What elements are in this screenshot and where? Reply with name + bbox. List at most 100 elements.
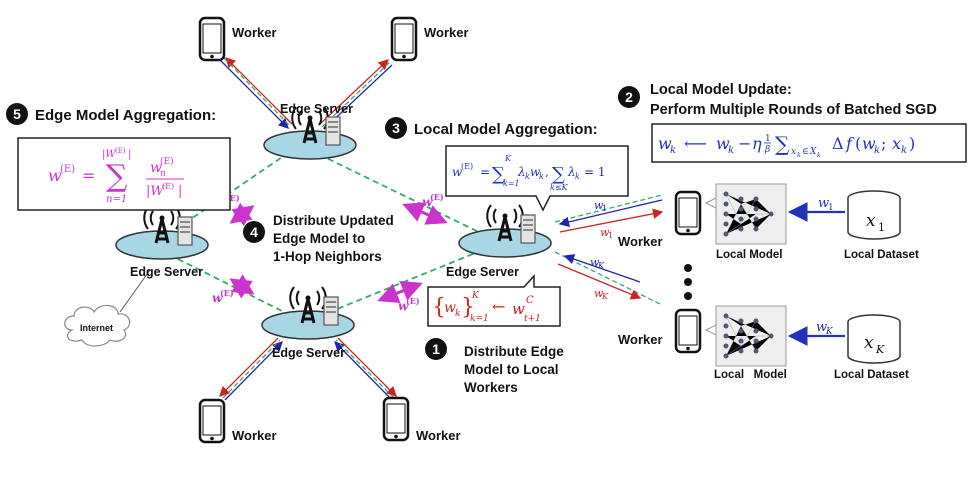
edge-server-center-label: Edge Server [446, 265, 519, 279]
worker-phone-icon [674, 308, 702, 354]
wk-sub: K [825, 327, 834, 337]
svg-text:⟵: ⟵ [684, 134, 707, 153]
svg-text:w: w [716, 134, 730, 153]
svg-text:k: k [455, 309, 460, 319]
svg-text:k: k [797, 152, 801, 159]
svg-text:k: k [670, 145, 676, 156]
svg-text:w: w [398, 299, 409, 313]
edge-server-bottom-label: Edge Server [272, 346, 345, 360]
step-3-badge [385, 117, 407, 139]
svg-text:w: w [212, 291, 223, 305]
step-5-title: Edge Model Aggregation: [35, 107, 216, 124]
step-1-line-1: Distribute Edge [464, 344, 564, 359]
step-2-line-1: Local Model Update: [650, 82, 792, 98]
step-2-number: 2 [625, 89, 633, 105]
svg-text:{: { [432, 295, 446, 320]
svg-text:k: k [817, 152, 821, 159]
svg-text:X: X [809, 147, 817, 157]
internet-label: Internet [80, 323, 113, 333]
worker-phone-icon [198, 398, 226, 444]
svg-text:=: = [82, 166, 95, 185]
svg-text:w: w [530, 165, 541, 179]
edge-aggregation-formula: w (E) = ∑ |W (E) | n=1 w n (E) |W (E) | [48, 147, 184, 205]
local-model-net-icon [715, 183, 787, 245]
local-dataset-label: Local Dataset [844, 249, 919, 261]
w1-sub: 1 [828, 203, 834, 213]
svg-text:k=1: k=1 [503, 179, 520, 188]
step-1-line-3: Workers [464, 380, 518, 395]
link-wk-blue: w [590, 256, 600, 269]
svg-text:x: x [892, 134, 901, 153]
svg-text:k: k [539, 172, 544, 181]
edge-server-left-label: Edge Server [130, 265, 203, 279]
worker-label: Worker [618, 234, 663, 249]
worker-label: Worker [424, 25, 469, 40]
svg-text:C: C [526, 295, 534, 306]
svg-text:(: ( [855, 134, 861, 153]
svg-text:n=1: n=1 [106, 194, 127, 205]
svg-text:k: k [728, 145, 734, 156]
worker-phone-icon [382, 396, 410, 442]
svg-text:|W: |W [102, 149, 116, 160]
internet-link [119, 269, 151, 313]
svg-text:∑: ∑ [775, 132, 790, 156]
sgd-formula-box [651, 123, 967, 163]
svg-text:n: n [160, 169, 166, 179]
step-4-line-3: 1-Hop Neighbors [273, 249, 382, 264]
step-5-badge [6, 103, 28, 125]
step-2-line-2: Perform Multiple Rounds of Batched SGD [650, 102, 937, 118]
distribute-formula-box [427, 274, 561, 327]
link-wk-blue-sub: K [597, 261, 605, 270]
edge-server-bottom [260, 285, 356, 341]
dataset-k-sub: K [875, 343, 885, 356]
step-5-number: 5 [13, 106, 21, 122]
wk-label: w [816, 320, 827, 335]
ellipsis-dots [684, 264, 692, 300]
local-aggregation-formula-box [445, 145, 629, 212]
step-3-title: Local Model Aggregation: [414, 121, 598, 138]
step-1-number: 1 [432, 341, 440, 357]
link-w1-red-sub: 1 [608, 231, 613, 240]
local-model-net-icon [715, 305, 787, 367]
svg-text:,: , [545, 165, 549, 179]
worker-label: Worker [232, 428, 277, 443]
svg-text:β: β [764, 145, 770, 155]
svg-text:w: w [444, 300, 456, 316]
svg-text:|: | [128, 149, 131, 160]
svg-text:1: 1 [765, 134, 771, 144]
svg-text:∑: ∑ [106, 159, 128, 194]
svg-text:∑: ∑ [552, 164, 565, 185]
svg-text:k: k [575, 172, 580, 181]
dataset-k-var: x [864, 333, 874, 353]
svg-text:w: w [862, 134, 876, 153]
link-wk-red-sub: K [601, 292, 609, 301]
link-w1-blue-sub: 1 [602, 204, 607, 213]
svg-text:k: k [901, 145, 907, 156]
svg-text:(E): (E) [160, 156, 174, 167]
svg-text:(E): (E) [461, 162, 473, 171]
local-model-label: Local Model [716, 249, 782, 261]
svg-text:w: w [150, 160, 162, 176]
svg-text:λ: λ [567, 165, 576, 179]
svg-text:w: w [48, 166, 62, 185]
step-3-number: 3 [392, 120, 400, 136]
link-w1-blue: w [594, 199, 604, 212]
worker-links [219, 57, 664, 401]
local-dataset-icon [847, 314, 901, 364]
svg-text:k: k [874, 145, 880, 156]
step-4-line-1: Distribute Updated [273, 213, 394, 228]
worker-label: Worker [232, 25, 277, 40]
svg-text:w: w [512, 300, 525, 318]
worker-label: Worker [618, 332, 663, 347]
worker-phone-icon [674, 190, 702, 236]
link-w1-red: w [600, 226, 610, 239]
dataset-1-var: x [866, 211, 876, 231]
svg-text:λ: λ [517, 165, 526, 179]
distribute-formula: { w k } K k=1 ← w C t+1 [432, 291, 541, 324]
worker-label: Worker [416, 428, 461, 443]
edge-server-center [457, 203, 553, 259]
svg-text:= 1: = 1 [584, 165, 606, 179]
svg-text:(E): (E) [60, 164, 75, 175]
link-wk-red: w [594, 287, 604, 300]
